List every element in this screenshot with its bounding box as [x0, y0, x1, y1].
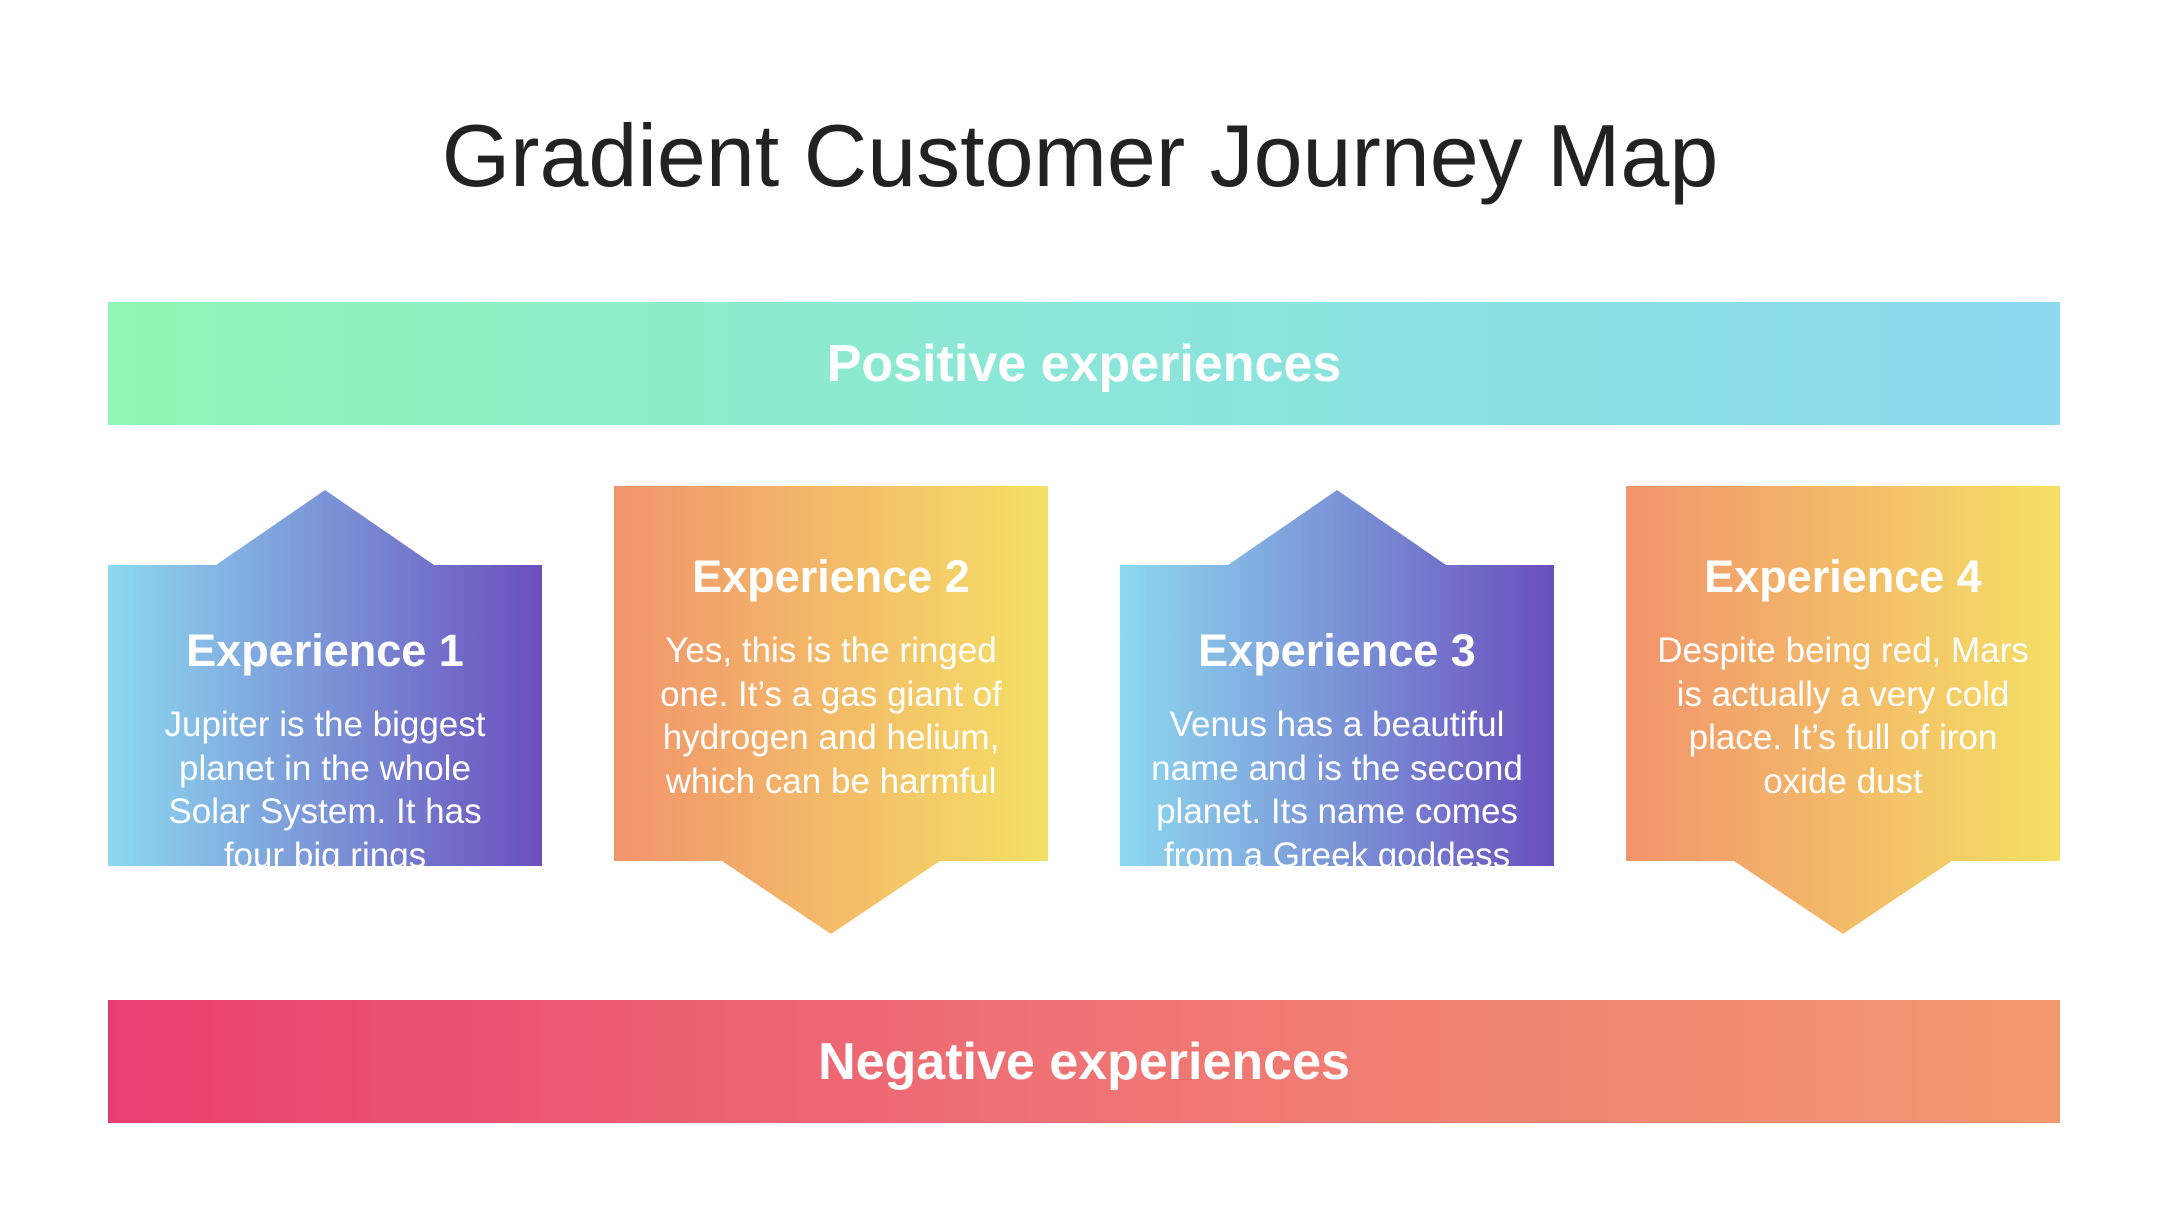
experience-card-1: Experience 1 Jupiter is the biggest plan… [108, 490, 542, 875]
down-arrow-shape [614, 486, 1048, 934]
experience-card-3: Experience 3 Venus has a beautiful name … [1120, 490, 1554, 875]
experience-heading: Experience 1 [186, 625, 464, 676]
experience-description: Yes, this is the ringed one. It’s a gas … [660, 630, 1002, 801]
experience-card-2: Experience 2 Yes, this is the ringed one… [614, 486, 1048, 934]
experience-description: Venus has a beautiful name and is the se… [1151, 704, 1523, 875]
negative-experiences-label: Negative experiences [818, 1032, 1350, 1091]
experience-description: Jupiter is the biggest planet in the who… [164, 704, 486, 875]
up-arrow-shape [1120, 490, 1554, 866]
experience-heading: Experience 2 [692, 551, 970, 602]
experience-heading: Experience 4 [1704, 551, 1982, 602]
up-arrow-shape [108, 490, 542, 866]
positive-experiences-band: Positive experiences [108, 302, 2060, 425]
down-arrow-shape [1626, 486, 2060, 934]
experience-card-4: Experience 4 Despite being red, Mars is … [1626, 486, 2060, 934]
page-title: Gradient Customer Journey Map [441, 106, 1719, 205]
experience-description: Despite being red, Mars is actually a ve… [1657, 630, 2029, 801]
positive-experiences-label: Positive experiences [826, 334, 1342, 393]
negative-experiences-band: Negative experiences [108, 1000, 2060, 1123]
experience-heading: Experience 3 [1198, 625, 1476, 676]
